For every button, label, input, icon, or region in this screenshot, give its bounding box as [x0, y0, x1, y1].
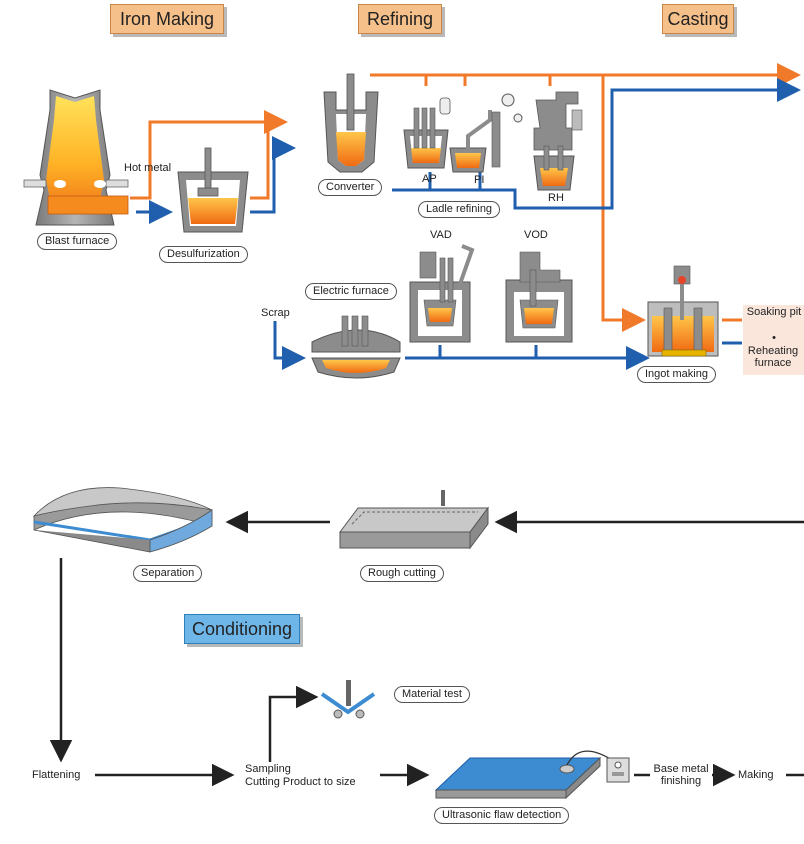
- label-soaking-pit: Soaking pit: [746, 306, 802, 318]
- pi-station-icon: [449, 93, 523, 173]
- label-vod: VOD: [524, 229, 548, 241]
- label-reheating-furnace: Reheating furnace: [747, 345, 799, 369]
- label-vad: VAD: [430, 229, 452, 241]
- label-cutting-product: Cutting Product to size: [245, 776, 356, 788]
- label-hot-metal: Hot metal: [124, 162, 172, 174]
- label-ultrasonic: Ultrasonic flaw detection: [434, 807, 570, 824]
- ultrasonic-plate-icon: [434, 750, 630, 800]
- label-ladle-refining: Ladle refining: [418, 201, 501, 218]
- flow-desulf-to-converter: [250, 136, 296, 214]
- label-ap: AP: [422, 173, 437, 185]
- flow-converter-to-rh: [392, 78, 801, 210]
- label-electric-furnace: Electric furnace: [305, 283, 397, 300]
- blast-furnace-icon: [23, 89, 129, 226]
- flow-to-ingot: [601, 75, 646, 332]
- label-desulfurization: Desulfurization: [159, 246, 248, 263]
- label-rough-cutting: Rough cutting: [360, 565, 444, 582]
- material-test-icon: [320, 680, 376, 719]
- section-casting: Casting: [662, 4, 734, 34]
- label-base-metal: Base metal finishing: [653, 763, 709, 787]
- orange-flow-lines: [130, 63, 801, 332]
- bullet-separator: •: [772, 332, 776, 344]
- separation-slab-icon: [32, 487, 213, 553]
- converter-icon: [323, 73, 379, 173]
- dark-flow-lines: [49, 510, 804, 787]
- section-conditioning: Conditioning: [184, 614, 300, 644]
- label-converter: Converter: [318, 179, 383, 196]
- section-refining: Refining: [358, 4, 442, 34]
- label-pi: PI: [474, 174, 485, 186]
- rh-degasser-icon: [533, 91, 583, 191]
- flow-desulf-up: [250, 122, 270, 200]
- vad-station-icon: [409, 244, 475, 343]
- vod-station-icon: [505, 251, 573, 343]
- flow-sampling-up: [268, 685, 319, 762]
- label-ingot-making: Ingot making: [637, 366, 716, 383]
- flow-bf-to-converter: [130, 110, 288, 200]
- soaking-reheating-box: [743, 305, 804, 375]
- flow-scrap: [273, 321, 306, 370]
- label-sampling: Sampling: [245, 763, 291, 775]
- desulfurization-ladle-icon: [177, 147, 249, 233]
- ap-station-icon: [403, 97, 451, 169]
- rough-cutting-icon: [339, 490, 489, 550]
- label-blast-furnace: Blast furnace: [37, 233, 118, 250]
- label-making: Making: [738, 769, 774, 781]
- label-material-test: Material test: [394, 686, 470, 703]
- electric-furnace-icon: [311, 315, 401, 379]
- blue-flow-lines: [136, 78, 801, 370]
- label-rh: RH: [548, 192, 564, 204]
- label-separation: Separation: [133, 565, 203, 582]
- section-iron-making: Iron Making: [110, 4, 224, 34]
- ingot-making-icon: [647, 265, 719, 357]
- label-flattening: Flattening: [32, 769, 81, 781]
- label-scrap: Scrap: [261, 307, 290, 319]
